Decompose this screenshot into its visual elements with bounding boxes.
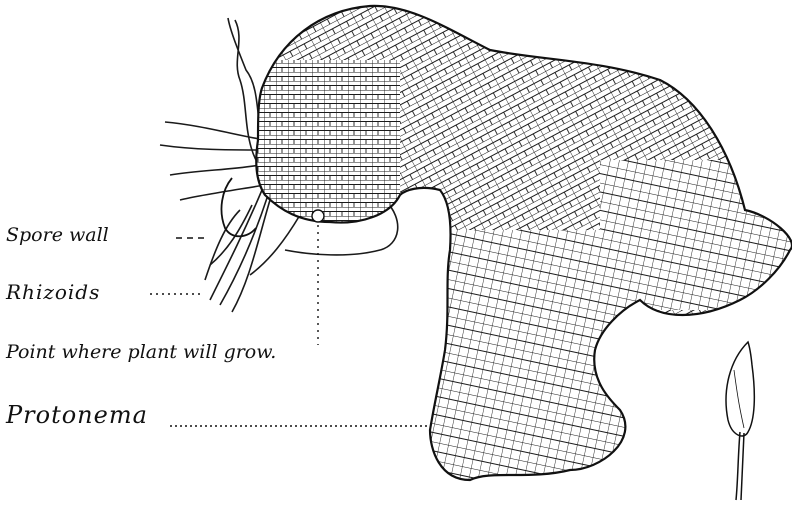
- rhizoid: [170, 165, 260, 175]
- rhizoid: [160, 145, 262, 150]
- label-growth-point: Point where plant will grow.: [6, 343, 276, 362]
- label-spore-wall: Spore wall: [6, 226, 109, 245]
- growth-point-bud: [312, 210, 324, 222]
- capsule-sketch: [726, 342, 754, 500]
- rhizoid: [165, 122, 265, 140]
- label-rhizoids: Rhizoids: [6, 282, 100, 302]
- rhizoid: [220, 195, 268, 305]
- leader-lines: [150, 225, 430, 426]
- label-protonema: Protonema: [6, 403, 148, 427]
- protonema-thallus: [250, 0, 792, 506]
